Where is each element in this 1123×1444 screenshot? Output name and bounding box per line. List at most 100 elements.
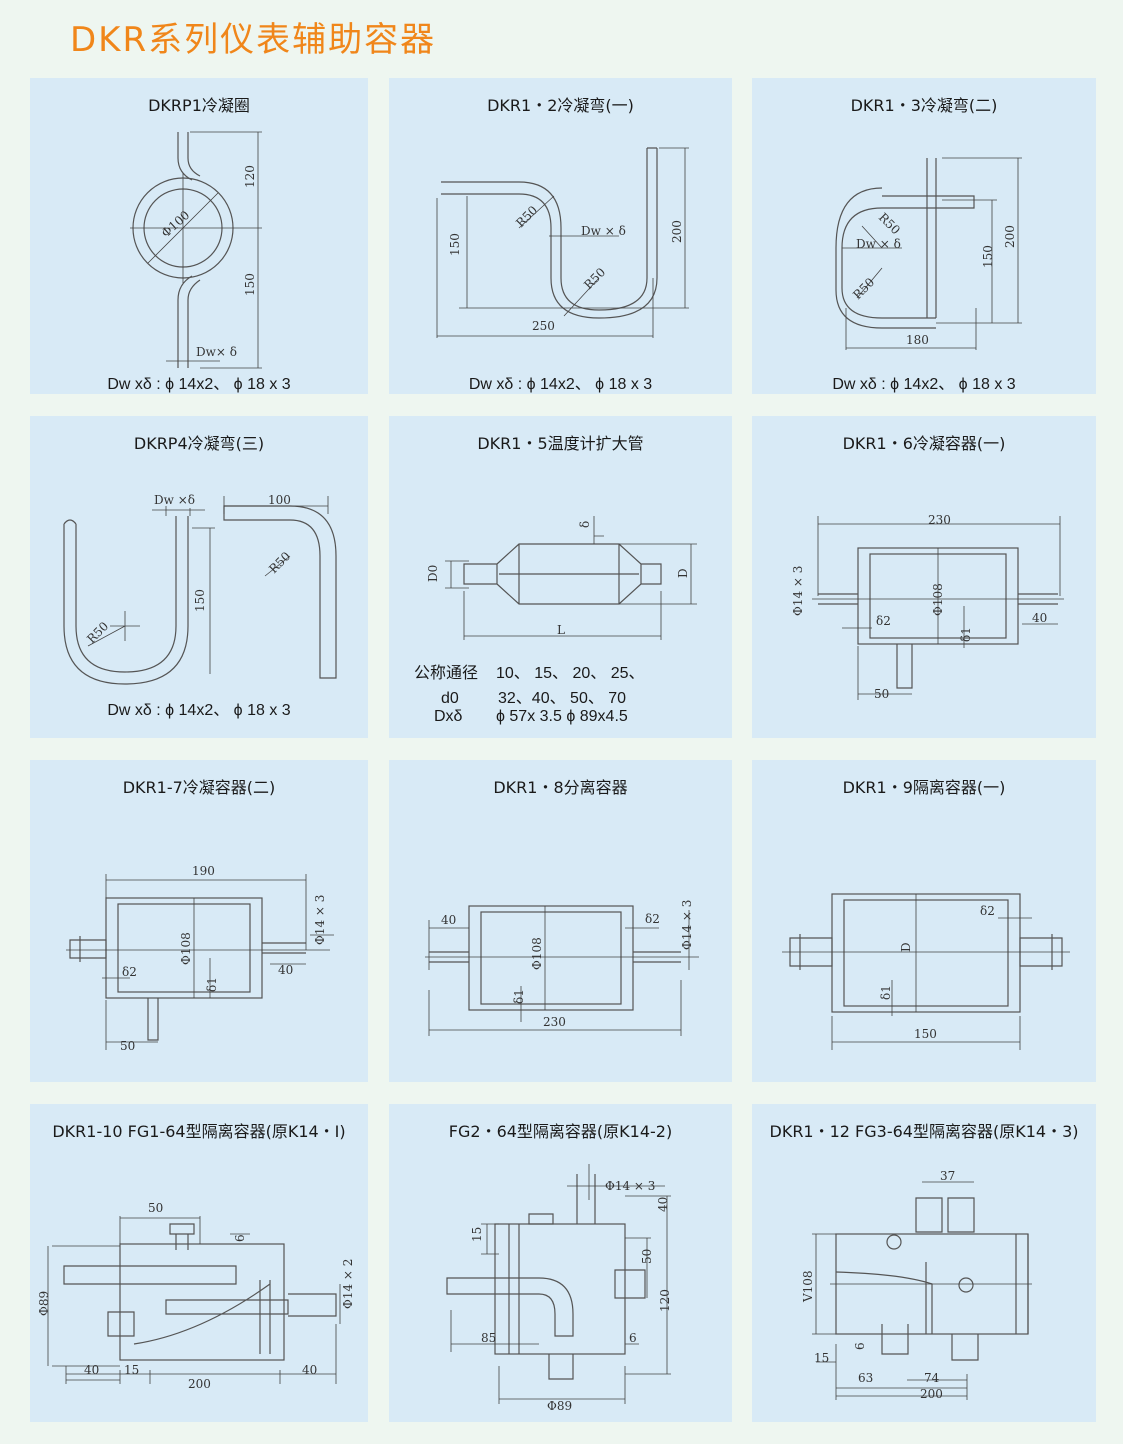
drawing-fg3-64-isolation-container: 37 V108 15 6 63 74 200: [801, 1169, 1032, 1401]
dim-63: 63: [858, 1371, 873, 1385]
dim-delta: δ: [578, 521, 592, 528]
drawing-condensing-bend-3: Dw ×δ 100 150 R50 R50: [63, 493, 337, 685]
panel-title: DKR1-7冷凝容器(二): [122, 778, 276, 797]
panel-dkr1-7: DKR1-7冷凝容器(二) 190 Φ14 × 3 Φ108 δ2 δ1 40 …: [30, 760, 368, 1082]
dim-74: 74: [924, 1371, 940, 1385]
dim-200: 200: [670, 220, 684, 243]
dim-200: 200: [188, 1377, 211, 1391]
dim-40: 40: [278, 963, 293, 977]
panel-title: DKR1-10 FG1-64型隔离容器(原K14・I): [52, 1122, 346, 1141]
panel-dkrp4: DKRP4冷凝弯(三) Dw ×δ 100 150 R50 R50 Dw xδ …: [30, 416, 368, 738]
dim-150: 150: [981, 245, 995, 268]
dim-6: 6: [233, 1234, 247, 1242]
panel-title: FG2・64型隔离容器(原K14-2): [448, 1122, 673, 1141]
spec-row: d0 32、40、 50、 70: [441, 684, 626, 708]
dim-delta1: δ1: [512, 989, 526, 1004]
spec-footer: Dw xδ : ϕ 14x2、 ϕ 18 x 3: [468, 376, 653, 393]
dim-phi108: Φ108: [931, 583, 945, 616]
dim-50: 50: [120, 1039, 135, 1053]
dim-37: 37: [940, 1169, 955, 1183]
dim-15: 15: [470, 1227, 484, 1242]
dim-delta2: δ2: [122, 965, 137, 979]
panel-title: DKR1・8分离容器: [493, 778, 628, 797]
dim-phi89: Φ89: [37, 1291, 51, 1316]
dim-230: 230: [543, 1015, 566, 1029]
drawing-condensing-container-1: 230 Φ14 × 3 Φ108 δ2 δ1 40 50: [791, 513, 1064, 701]
spec-footer: Dw xδ : ϕ 14x2、 ϕ 18 x 3: [107, 376, 291, 393]
dim-120: 120: [243, 165, 257, 188]
dim-40: 40: [656, 1197, 670, 1212]
dim-phi14x3: Φ14 × 3: [791, 566, 805, 616]
dim-d: D: [676, 568, 690, 578]
dim-dw: Dw × δ: [856, 237, 901, 251]
dim-6: 6: [853, 1342, 867, 1350]
dim-200: 200: [920, 1387, 943, 1401]
spec-label: d0: [441, 690, 459, 707]
dim-150: 150: [914, 1027, 937, 1041]
dim-phi14x3: Φ14 × 3: [680, 900, 694, 950]
dim-200: 200: [1003, 225, 1017, 248]
drawing-thermometer-expansion-tube: δ D0 D L: [426, 516, 697, 640]
dim-phi108: Φ108: [179, 932, 193, 965]
panel-dkr1-12: DKR1・12 FG3-64型隔离容器(原K14・3) 37 V108 15 6…: [752, 1104, 1096, 1422]
dim-150: 150: [448, 233, 462, 256]
panel-title: DKR1・9隔离容器(一): [842, 778, 1006, 797]
dim-50: 50: [874, 687, 889, 701]
dim-50: 50: [148, 1201, 163, 1215]
spec-footer: Dw xδ : ϕ 14x2、 ϕ 18 x 3: [832, 376, 1016, 393]
panel-title: DKRP4冷凝弯(三): [133, 434, 265, 453]
dim-v108: V108: [801, 1270, 815, 1303]
spec-label: 公称通径: [414, 665, 479, 682]
panel-fg2-64: FG2・64型隔离容器(原K14-2) Φ14 × 3 40 15 50 120…: [389, 1104, 732, 1422]
dim-15: 15: [124, 1363, 139, 1377]
dim-40: 40: [1032, 611, 1047, 625]
dim-d0: D0: [426, 565, 440, 582]
drawing-isolation-container-1: δ2 D δ1 150: [782, 893, 1070, 1050]
panel-title: DKRP1冷凝圈: [148, 96, 250, 115]
panel-title: DKR1・12 FG3-64型隔离容器(原K14・3): [769, 1122, 1079, 1141]
dim-r50-bottom: R50: [581, 265, 608, 292]
dim-delta1: δ1: [959, 627, 973, 642]
spec-footer: Dw xδ : ϕ 14x2、 ϕ 18 x 3: [107, 702, 291, 719]
drawing-condensing-coil: 120 150 Φ100 Dw× δ: [130, 131, 262, 369]
dim-190: 190: [192, 864, 215, 878]
dim-phi89: Φ89: [547, 1399, 572, 1413]
dim-phi14x3: Φ14 × 3: [605, 1179, 655, 1193]
spec-value: 10、 15、 20、 25、: [496, 665, 645, 682]
dim-d: D: [899, 942, 913, 952]
panel-dkr1-2: DKR1・2冷凝弯(一) 150 200 250 R50 R50 Dw × δ …: [389, 78, 732, 394]
dim-40-left: 40: [84, 1363, 99, 1377]
dim-180: 180: [906, 333, 929, 347]
dim-dw: Dw× δ: [196, 345, 237, 359]
drawing-fg1-64-isolation-container: 50 6 Φ89 Φ14 × 2 40 15 200 40: [37, 1201, 355, 1391]
dim-delta1: δ1: [205, 977, 219, 992]
drawing-separation-container: 40 δ2 Φ14 × 3 Φ108 δ1 230: [425, 900, 699, 1036]
dim-250: 250: [532, 319, 555, 333]
dim-r50-left: R50: [84, 619, 111, 646]
dim-delta2: δ2: [876, 614, 891, 628]
dim-40-right: 40: [302, 1363, 317, 1377]
drawing-condensing-bend-1: 150 200 250 R50 R50 Dw × δ: [436, 147, 689, 338]
dim-phi14x2: Φ14 × 2: [341, 1259, 355, 1309]
dim-r50-top: R50: [876, 210, 903, 237]
dim-delta2: δ2: [645, 912, 660, 926]
dim-delta2: δ2: [980, 904, 995, 918]
dim-120: 120: [658, 1289, 672, 1312]
spec-value: 32、40、 50、 70: [498, 690, 627, 707]
spec-label: Dxδ: [434, 708, 463, 725]
drawing-condensing-bend-2: 180 150 200 R50 R50 Dw × δ: [835, 157, 1022, 350]
dim-phi108: Φ108: [530, 937, 544, 970]
dim-150: 150: [243, 273, 257, 296]
spec-row: 公称通径 10、 15、 20、 25、: [414, 659, 645, 683]
panel-dkr1-3: DKR1・3冷凝弯(二) 180 150 200 R50 R50 Dw × δ …: [752, 78, 1096, 394]
dim-50: 50: [640, 1249, 654, 1264]
dim-150: 150: [193, 589, 207, 612]
page-title: DKR系列仪表辅助容器: [70, 20, 437, 60]
panel-title: DKR1・3冷凝弯(二): [850, 96, 998, 115]
dim-100: 100: [268, 493, 291, 507]
dim-dw: Dw × δ: [581, 224, 626, 238]
dim-230: 230: [928, 513, 951, 527]
panel-dkr1-9: DKR1・9隔离容器(一) δ2 D δ1 150: [752, 760, 1096, 1082]
